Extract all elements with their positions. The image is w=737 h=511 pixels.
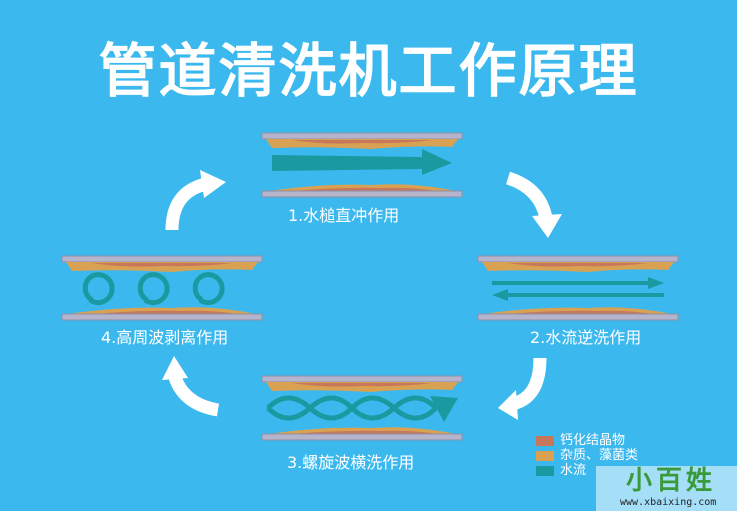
watermark-url: www.xbaixing.com: [620, 497, 717, 508]
step-4-label: 4.高周波剥离作用: [101, 328, 229, 347]
pipe-2: [477, 255, 679, 321]
legend-swatch: [536, 466, 554, 476]
pipe-3: [261, 375, 463, 441]
legend-swatch: [536, 451, 554, 461]
legend-label: 钙化结晶物: [560, 433, 626, 448]
legend-item-calcification: 钙化结晶物: [536, 434, 625, 448]
legend-label: 杂质、藻菌类: [560, 448, 639, 463]
cycle-arrow-top-left: [165, 177, 208, 231]
step-3-label: 3.螺旋波横洗作用: [287, 453, 415, 472]
cycle-arrow-bottom-left: [167, 371, 220, 417]
legend-swatch: [536, 436, 554, 446]
watermark: 小百姓 www.xbaixing.com: [596, 466, 737, 511]
watermark-name: 小百姓: [626, 466, 717, 496]
pipe-4: [61, 255, 263, 321]
page-title: 管道清洗机工作原理: [98, 37, 639, 105]
forward-flow-arrow: [492, 277, 664, 289]
reverse-flow-arrow: [492, 289, 664, 301]
step-1-label: 1.水槌直冲作用: [288, 206, 400, 225]
water-jet-arrow: [272, 149, 452, 175]
pipe-1: [261, 132, 463, 198]
legend-item-water: 水流: [536, 464, 586, 478]
step-2-label: 2.水流逆洗作用: [530, 328, 642, 347]
legend-item-impurities: 杂质、藻菌类: [536, 449, 638, 463]
legend-label: 水流: [560, 463, 587, 478]
cycle-arrow-top-right: [505, 171, 553, 220]
